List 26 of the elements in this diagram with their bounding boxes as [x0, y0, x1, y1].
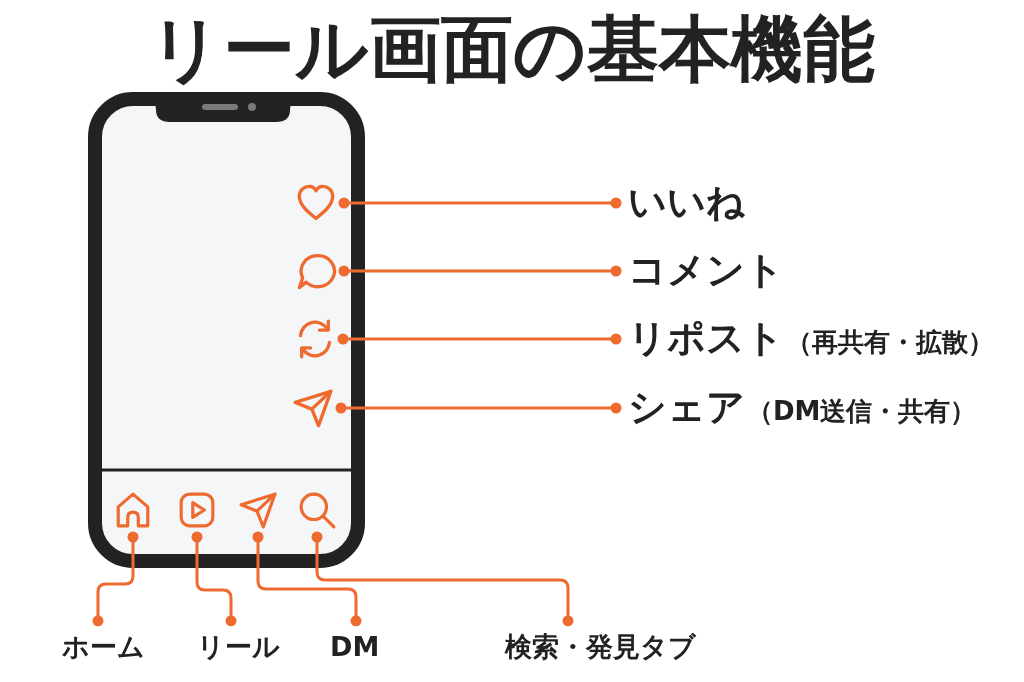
speech-bubble-icon — [296, 251, 336, 291]
leader-line — [335, 402, 622, 414]
feature-note: （再共有・拡散） — [786, 327, 994, 358]
play-icon — [178, 491, 216, 529]
tab-label: リール — [197, 630, 280, 664]
feature-note: （DM送信・共有） — [747, 396, 977, 427]
paper-plane-icon — [293, 388, 333, 428]
leader-line — [311, 531, 574, 627]
leader-line — [338, 197, 622, 209]
search-icon — [298, 491, 336, 529]
feature-label: コメント — [628, 248, 784, 294]
home-icon — [114, 491, 152, 529]
leader-line — [252, 531, 362, 627]
tab-label: ホーム — [62, 630, 145, 664]
leader-line — [338, 265, 622, 277]
title: リール画面の基本機能 — [148, 6, 876, 93]
leader-line — [337, 333, 622, 345]
leader-line — [92, 531, 139, 627]
tab-label: DM — [330, 630, 380, 664]
leader-line — [191, 531, 237, 627]
feature-label: シェア — [628, 385, 745, 430]
feature-label: リポスト — [628, 316, 784, 361]
heart-icon — [296, 183, 336, 223]
paper-plane-icon — [239, 491, 277, 529]
tab-label: 検索・発見タブ — [505, 630, 696, 664]
feature-label: いいね — [628, 180, 745, 226]
